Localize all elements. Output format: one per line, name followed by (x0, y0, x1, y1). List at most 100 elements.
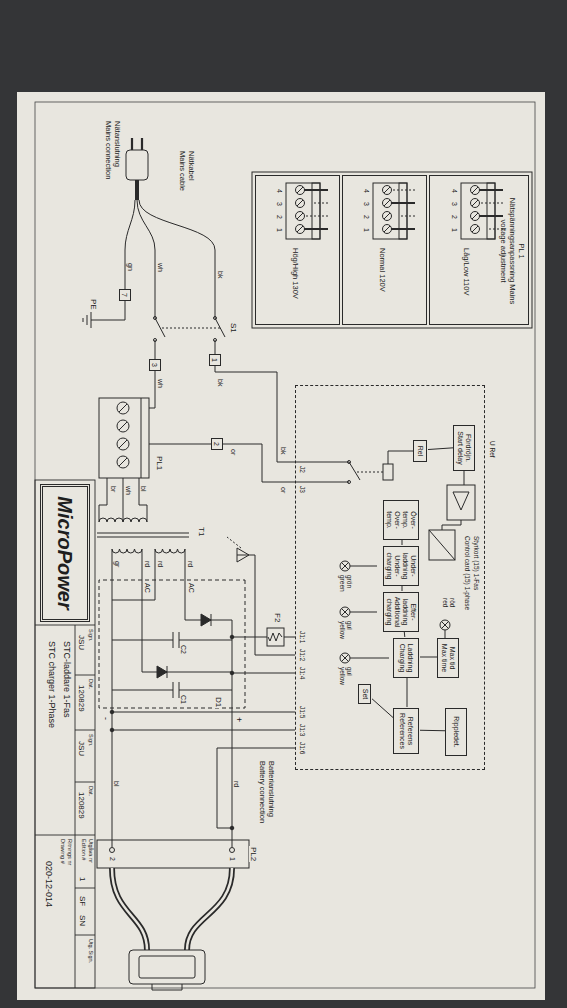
label-text: red (442, 597, 449, 608)
node-text: Låg/Low 110V (461, 248, 470, 295)
label-text: bl (140, 485, 147, 492)
rectifier (112, 600, 232, 847)
control-card-circuit (342, 609, 378, 616)
label-text: or (230, 448, 237, 456)
ground-symbol (83, 312, 91, 328)
label-text: Mains connection (105, 120, 113, 180)
mains-wires (91, 200, 135, 320)
mains-switch (154, 317, 226, 342)
label-text: STC-laddare 1-Fas (62, 640, 71, 719)
control-card-circuit (230, 635, 234, 639)
voltage-selector-panel (391, 190, 415, 216)
label-text: SF (78, 895, 86, 907)
rectifier (99, 549, 245, 847)
label-text: STC charger 1-Phase (47, 640, 56, 729)
set-block: Set (358, 684, 371, 704)
terminal-block (119, 404, 127, 466)
title-block (35, 480, 95, 988)
control-card-circuit (110, 710, 114, 714)
control-card-circuit (230, 671, 234, 675)
control-card-circuit (348, 481, 351, 484)
rectifier (157, 666, 167, 678)
label-text: 1 (229, 856, 236, 862)
label-text: F2 (273, 612, 281, 623)
node-text: Rel (416, 443, 424, 459)
terminal-block (99, 478, 147, 522)
label-text: green (339, 574, 346, 593)
label-text: or (280, 486, 287, 494)
label-text: AC (188, 582, 195, 594)
battery-connector (230, 848, 235, 853)
node-text: Hög/High 130V (290, 248, 299, 299)
label-text: 120829 (77, 684, 85, 713)
label-text: rd (157, 560, 164, 568)
terminal-block (141, 398, 142, 478)
label-text: yellow (339, 666, 346, 686)
logo-box: MicroPower (40, 484, 90, 622)
label-text: gr (114, 560, 121, 568)
label-text: Sign. (88, 628, 94, 643)
node-text: Styrkort (15) 1-Fas (473, 536, 480, 590)
drawing-frame (35, 102, 535, 988)
pin-number: 1 (276, 227, 283, 233)
label-text: 2 (109, 856, 116, 862)
label-text: Ritnings nr (67, 838, 73, 866)
label-text: 020-12-014 (44, 860, 53, 908)
transformer (227, 537, 241, 548)
label-text: D1 (214, 696, 222, 708)
mains-plug (126, 150, 148, 180)
label-text: U Ref (489, 440, 496, 459)
mains-wires (137, 200, 155, 318)
control-card-circuit (112, 555, 295, 828)
label-text: C2 (180, 644, 187, 655)
wire-number: 7 (119, 289, 131, 301)
label-text: 1 (78, 876, 86, 882)
title-block (35, 480, 95, 988)
pin-number: 4 (451, 188, 458, 194)
control-card-circuit (447, 485, 475, 520)
drawing-frame (35, 102, 535, 988)
node-text: Efter- laddning Additional charging (385, 595, 417, 629)
node-text: Över- temp. Over- temp. (385, 503, 417, 537)
voltage-selector-panel (252, 172, 532, 328)
control-card-circuit (357, 472, 383, 473)
label-text: Nätkabel (188, 150, 196, 182)
wire-number: 2 (211, 438, 223, 450)
rectifier (167, 666, 168, 678)
mains-switch (154, 339, 157, 342)
node-text: Set (360, 687, 368, 701)
label-text: J3 (299, 485, 306, 494)
label-text: Mains cable (179, 150, 187, 192)
battery-connector (152, 984, 182, 990)
logo-text: MicroPower (54, 489, 77, 617)
control-card-circuit (342, 655, 390, 662)
label-text: röd (449, 597, 456, 608)
label-text: JSU (77, 740, 85, 757)
label-text: J1:2 (299, 648, 306, 662)
fuse (267, 628, 284, 646)
label-text: rd (187, 560, 194, 568)
title-block (35, 625, 95, 988)
label-text: Battery connection (259, 760, 267, 824)
control-card-circuit (442, 471, 464, 530)
mains-wires (91, 200, 349, 482)
label-text: yellow (339, 620, 346, 640)
mains-switch (214, 339, 217, 342)
voltage-selector-panel (304, 203, 328, 216)
transformer (99, 518, 147, 522)
control-card-circuit (230, 826, 234, 830)
label-text: grön (346, 574, 353, 589)
connector-line (428, 448, 454, 450)
label-text: SN (78, 914, 86, 927)
terminal-block (99, 398, 149, 522)
label-text: PL1 (155, 455, 163, 471)
ripple-block: Rippledet. (445, 708, 467, 756)
transformer (112, 549, 142, 553)
delay-block: Fördröjn. Start delay (453, 425, 475, 471)
rectifier (112, 632, 232, 648)
label-text: wh (125, 485, 132, 496)
label-text: Nätanslutning (114, 120, 122, 168)
rectifier (201, 614, 211, 626)
battery-connector (139, 956, 195, 978)
label-text: Utgåva nr (88, 838, 94, 864)
